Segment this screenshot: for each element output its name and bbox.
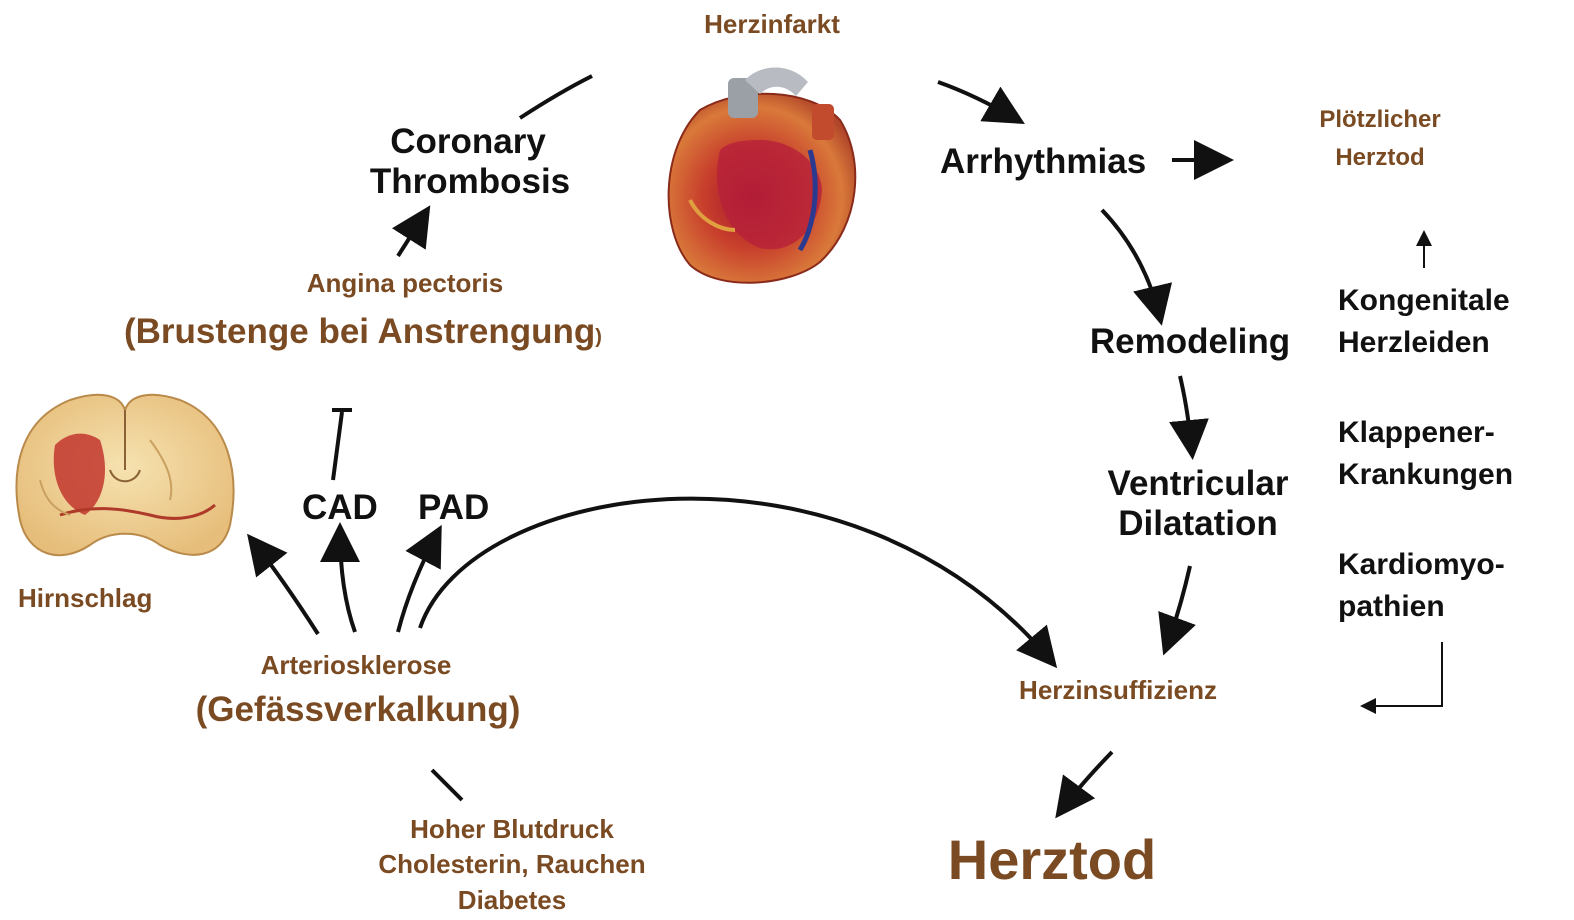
label-herztod: Herztod xyxy=(948,828,1156,892)
label-krankungen: Krankungen xyxy=(1338,458,1513,493)
label-diabetes: Diabetes xyxy=(458,886,566,916)
label-herztod-small: Herztod xyxy=(1335,144,1424,172)
label-brustenge-main: (Brustenge bei Anstrengung xyxy=(124,312,595,351)
label-hirnschlag: Hirnschlag xyxy=(18,584,152,614)
arrow-herzinsuffizienz-to-herztod xyxy=(1060,752,1112,812)
label-kardiomyo: Kardiomyo- xyxy=(1338,548,1505,583)
label-coronary: Coronary xyxy=(390,122,546,162)
label-thrombosis: Thrombosis xyxy=(370,162,570,202)
label-arteriosklerose: Arteriosklerose xyxy=(261,651,452,681)
arrow-thrombosis-to-infarkt xyxy=(520,76,592,118)
label-angina: Angina pectoris xyxy=(307,269,503,299)
label-cholesterin-rauchen: Cholesterin, Rauchen xyxy=(378,850,645,880)
label-ploetzlicher: Plötzlicher xyxy=(1319,106,1440,134)
arrow-remodeling-to-ventricular xyxy=(1180,376,1192,452)
arrow-arrhythmias-to-remodeling xyxy=(1102,210,1160,318)
arrow-arterio-to-hirnschlag xyxy=(252,540,318,634)
label-pathien: pathien xyxy=(1338,590,1445,625)
arrow-ventricular-to-herzinsuffizienz xyxy=(1166,566,1190,648)
label-cad: CAD xyxy=(302,488,378,528)
label-dilatation: Dilatation xyxy=(1118,504,1277,544)
label-hoher-blutdruck: Hoher Blutdruck xyxy=(410,815,614,845)
label-herzleiden: Herzleiden xyxy=(1338,326,1490,361)
label-herzinfarkt: Herzinfarkt xyxy=(704,10,840,40)
heart-illustration xyxy=(669,68,856,283)
arrow-infarkt-to-arrhythmias xyxy=(938,82,1018,120)
label-pad: PAD xyxy=(418,488,489,528)
label-brustenge-close: ) xyxy=(595,326,602,348)
label-kongenitale: Kongenitale xyxy=(1338,284,1510,319)
arrow-kardio-to-herzinsuffizienz xyxy=(1362,642,1442,706)
label-herzinsuffizienz: Herzinsuffizienz xyxy=(1019,676,1217,706)
arrow-arterio-to-cad xyxy=(340,530,355,632)
label-remodeling: Remodeling xyxy=(1090,322,1290,362)
brain-section-illustration xyxy=(17,395,234,555)
arrow-risk-to-arterio xyxy=(432,770,462,800)
label-gefaessverkalkung: (Gefässverkalkung) xyxy=(196,690,521,730)
arrow-angina-to-thrombosis xyxy=(398,212,426,256)
label-ventricular: Ventricular xyxy=(1108,464,1289,504)
label-brustenge: (Brustenge bei Anstrengung) xyxy=(124,312,602,352)
arrow-cad-to-angina xyxy=(332,410,352,480)
label-klappener: Klappener- xyxy=(1338,416,1495,451)
arrow-arterio-to-pad xyxy=(398,532,438,632)
arrow-arterio-to-herzinsuffizienz xyxy=(420,499,1052,662)
label-arrhythmias: Arrhythmias xyxy=(940,142,1146,182)
